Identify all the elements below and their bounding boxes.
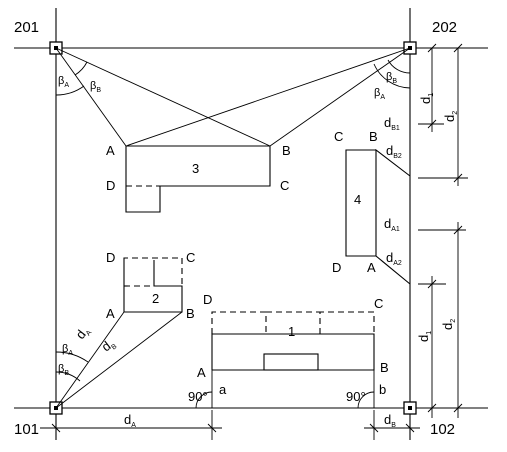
dimension-lines-upper-right — [418, 43, 468, 186]
offset-a-label: a — [219, 382, 227, 397]
sight-lines-object-2 — [55, 311, 183, 409]
dimension-line-db — [364, 410, 420, 440]
dimension-line-da — [40, 410, 222, 440]
control-lines — [14, 8, 488, 440]
angle-beta-b-201: βB — [90, 80, 101, 94]
station-marker-102 — [403, 401, 417, 415]
object-4-corner-b: B — [369, 129, 378, 144]
station-label-201: 201 — [14, 19, 39, 36]
object-3-corner-a: A — [106, 143, 115, 158]
object-3 — [125, 145, 271, 213]
right-angle-label-a: 90° — [188, 389, 208, 404]
dist-db-101: dB — [99, 335, 119, 356]
station-label-102: 102 — [430, 421, 455, 438]
dimension-lines-lower-right — [418, 222, 466, 418]
object-2-corner-d: D — [106, 250, 115, 265]
object-4-corner-c: C — [334, 129, 343, 144]
object-1-corner-c: C — [374, 296, 383, 311]
dist-da-base: dA — [124, 412, 136, 429]
dist-db2: dB2 — [386, 143, 402, 160]
object-2 — [123, 257, 183, 313]
object-4-corner-d: D — [332, 260, 341, 275]
object-3-number: 3 — [192, 161, 199, 176]
angle-beta-b-202: βB — [386, 71, 397, 85]
dist-da2: dA2 — [386, 250, 402, 267]
dist-d1-upper: d1 — [418, 93, 435, 104]
dist-d2-upper: d2 — [442, 111, 459, 122]
object-4-number: 4 — [354, 192, 361, 207]
offset-b-label: b — [379, 382, 386, 397]
dist-da1: dA1 — [384, 216, 400, 233]
object-1-corner-b: B — [380, 360, 389, 375]
angle-beta-a-101: βA — [62, 343, 73, 357]
sight-lines-object-3 — [55, 47, 411, 147]
object-1-corner-d: D — [203, 292, 212, 307]
object-1-corner-a: A — [197, 365, 206, 380]
object-4-corner-a: A — [367, 260, 376, 275]
object-2-corner-a: A — [106, 306, 115, 321]
right-angle-label-b: 90° — [346, 389, 366, 404]
object-1-number: 1 — [288, 324, 295, 339]
object-3-corner-b: B — [282, 143, 291, 158]
object-3-corner-d: D — [106, 178, 115, 193]
object-2-corner-b: B — [186, 306, 195, 321]
station-label-202: 202 — [432, 19, 457, 36]
angle-beta-a-201: βA — [58, 75, 69, 89]
object-2-corner-c: C — [186, 250, 195, 265]
object-3-corner-c: C — [280, 178, 289, 193]
object-2-number: 2 — [152, 291, 159, 306]
dist-da-101: dA — [73, 323, 94, 343]
offset-lines — [195, 370, 375, 409]
object-1 — [211, 311, 375, 371]
dist-d1-lower: d1 — [416, 331, 433, 342]
angle-beta-b-101: βB — [58, 363, 69, 377]
object-4 — [345, 148, 411, 285]
angle-arcs-201 — [55, 61, 88, 96]
dist-db1: dB1 — [384, 115, 400, 132]
dist-d2-lower: d2 — [440, 319, 457, 330]
angle-arcs-101 — [55, 351, 89, 382]
angle-arcs-202 — [373, 59, 411, 89]
dist-db-base: dB — [384, 412, 396, 429]
angle-beta-a-202: βA — [374, 87, 385, 101]
station-label-101: 101 — [14, 421, 39, 438]
